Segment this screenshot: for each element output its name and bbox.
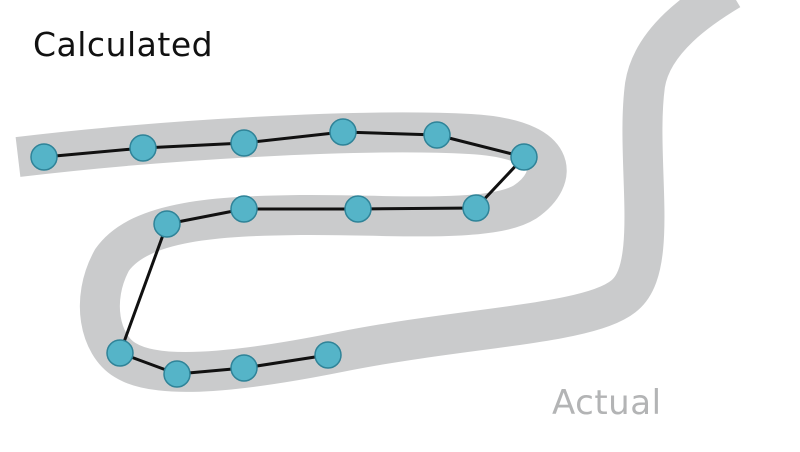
actual-path xyxy=(15,0,741,392)
calculated-point xyxy=(230,129,258,157)
calculated-point xyxy=(153,210,181,238)
calculated-point xyxy=(230,354,258,382)
calculated-point xyxy=(329,118,357,146)
calculated-point xyxy=(129,134,157,162)
calculated-point xyxy=(106,339,134,367)
actual-label: Actual xyxy=(552,383,662,423)
calculated-point xyxy=(230,195,258,223)
calculated-point xyxy=(510,143,538,171)
calculated-point xyxy=(163,360,191,388)
calculated-point xyxy=(423,121,451,149)
calculated-point xyxy=(344,195,372,223)
calculated-point xyxy=(462,194,490,222)
calculated-label: Calculated xyxy=(33,25,214,64)
calculated-point xyxy=(314,341,342,369)
calculated-points xyxy=(30,118,538,388)
calculated-point xyxy=(30,143,58,171)
